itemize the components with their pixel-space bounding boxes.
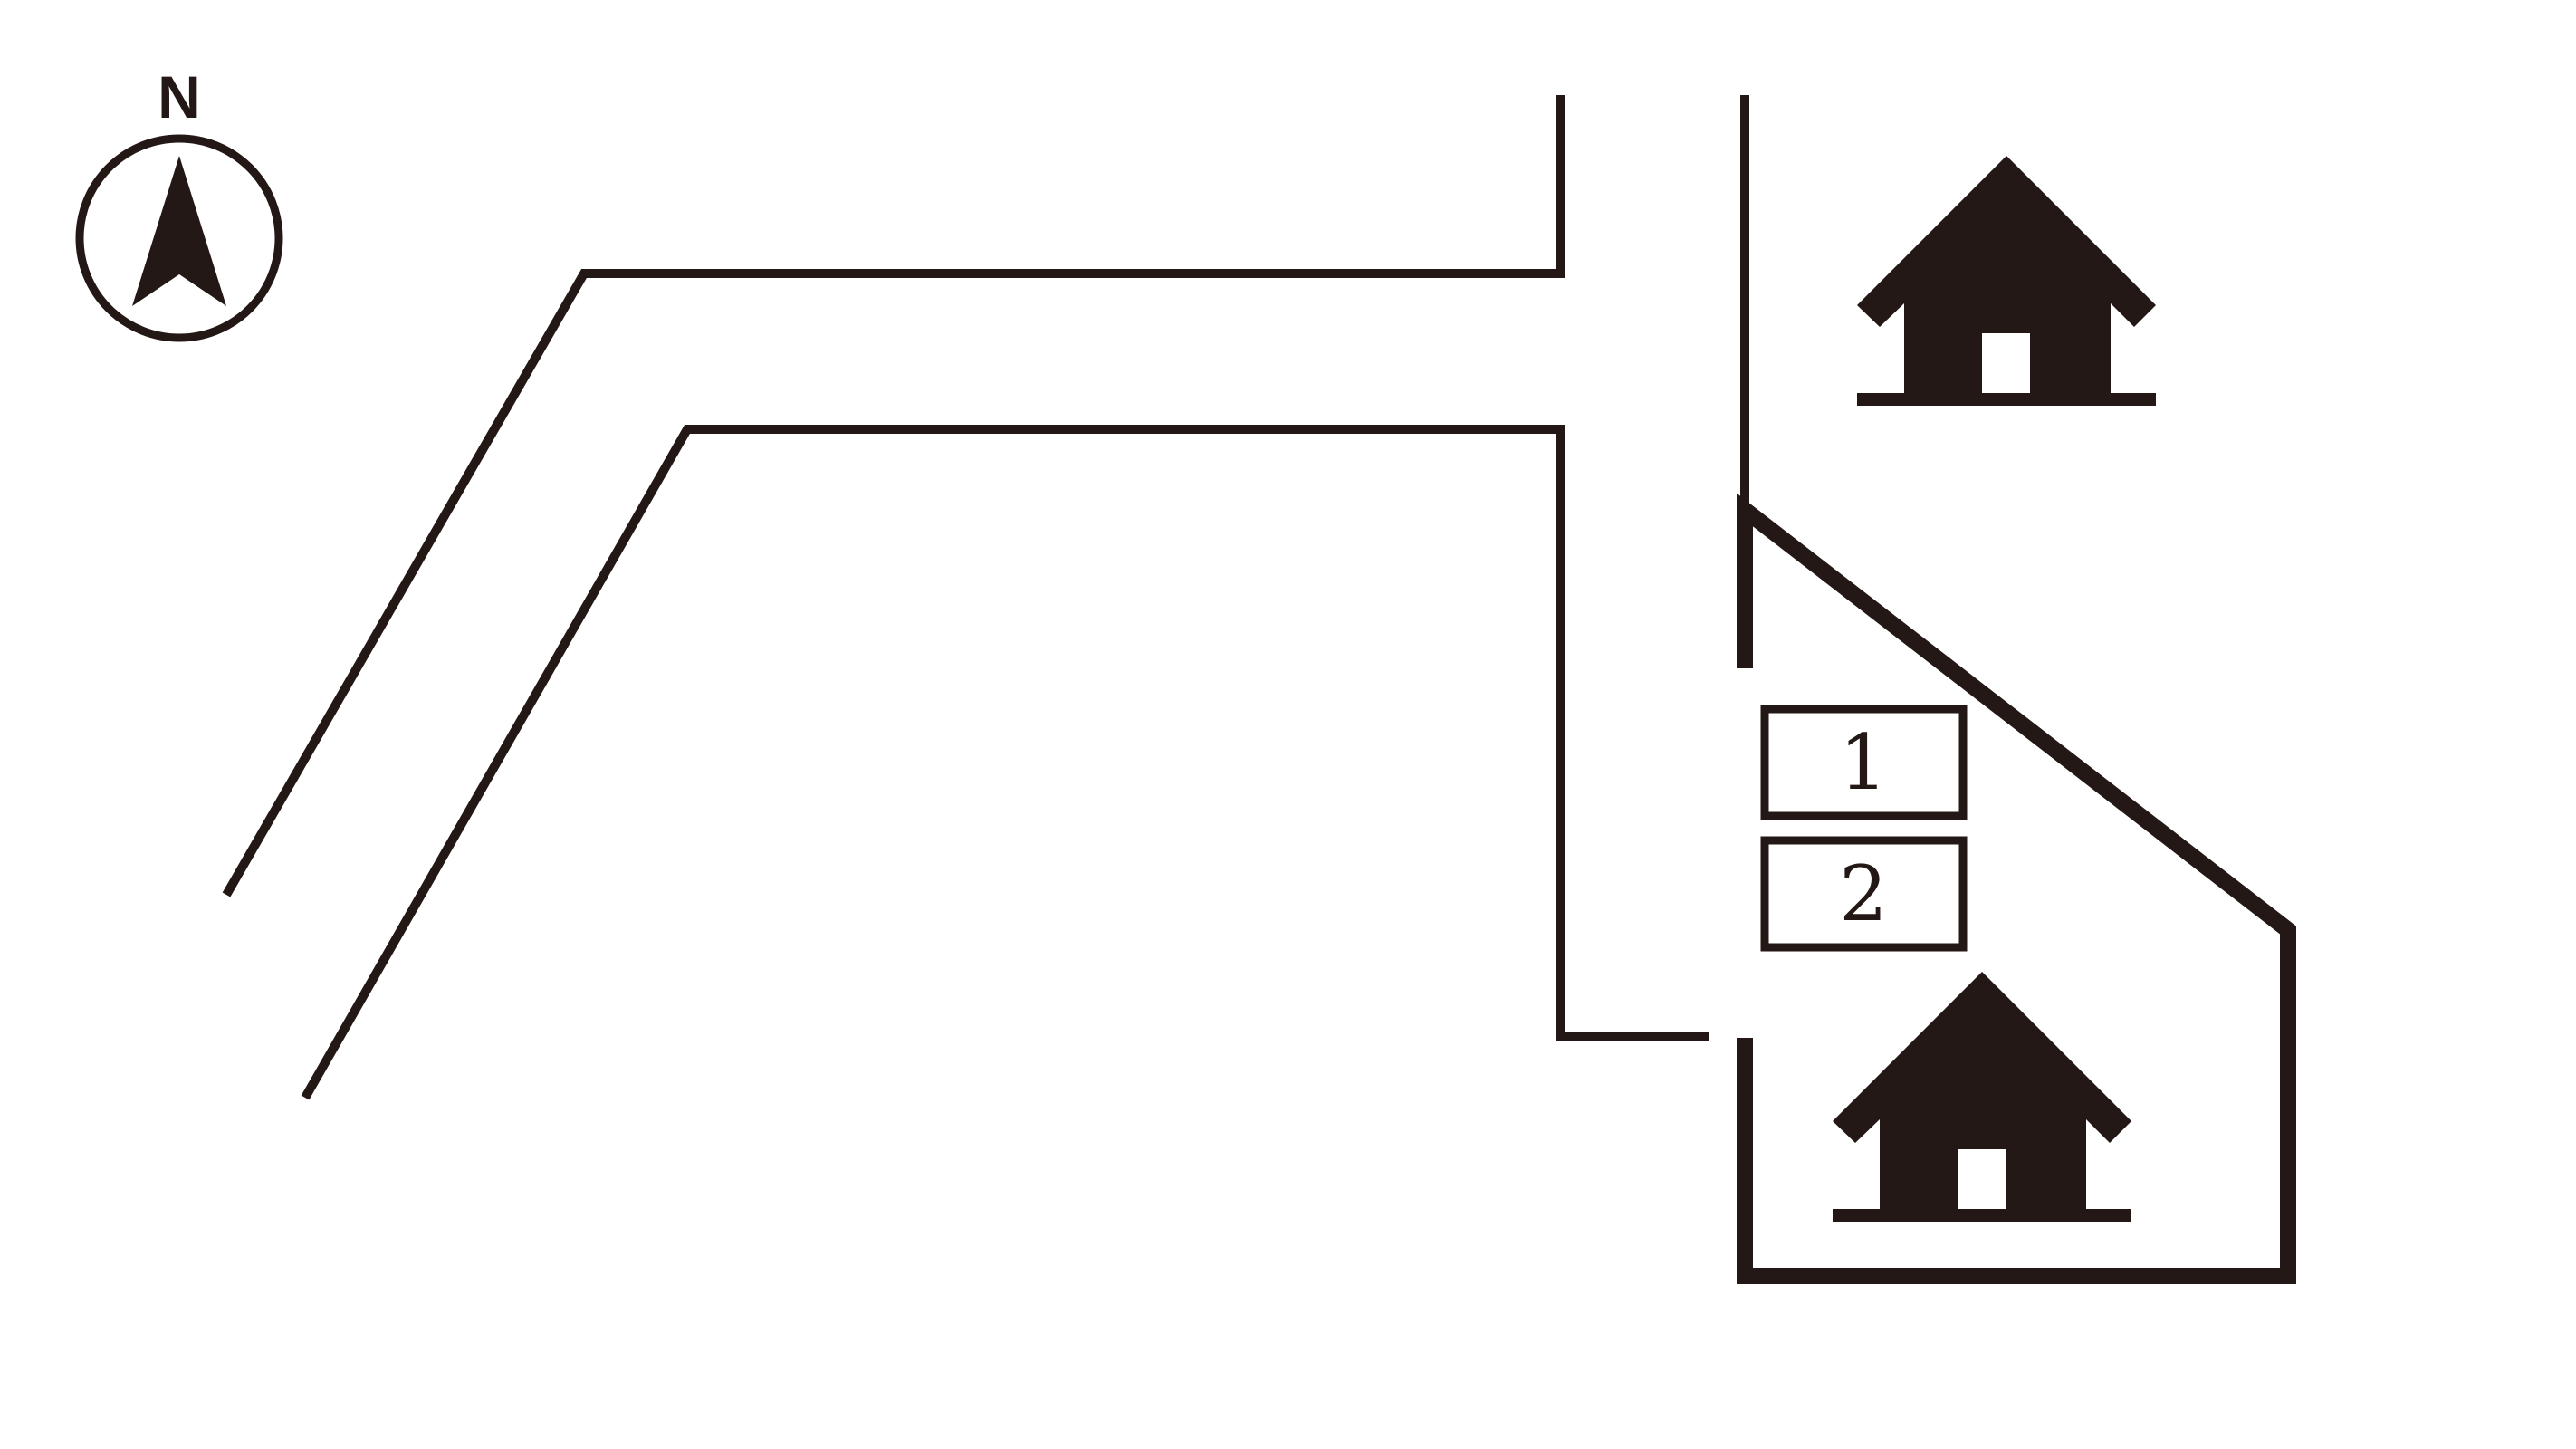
house-icon — [1833, 972, 2131, 1222]
parking-space-2: 2 — [1760, 836, 1968, 952]
compass: N — [75, 63, 283, 342]
north-label: N — [158, 63, 201, 130]
parking-space-1-box — [1760, 705, 1968, 820]
house-icon — [1857, 156, 2156, 406]
road-lower-edge — [301, 425, 1709, 1100]
parking-space-2-box — [1760, 836, 1968, 952]
parking-space-2-label: 2 — [1839, 849, 1887, 938]
road-upper-edge — [222, 95, 1565, 897]
parking-lot-boundary — [1737, 493, 2296, 1284]
parking-space-1: 1 — [1760, 705, 1968, 820]
compass-ring — [75, 134, 283, 342]
parking-space-1-label: 1 — [1839, 718, 1887, 807]
north-arrow-icon — [132, 156, 226, 306]
